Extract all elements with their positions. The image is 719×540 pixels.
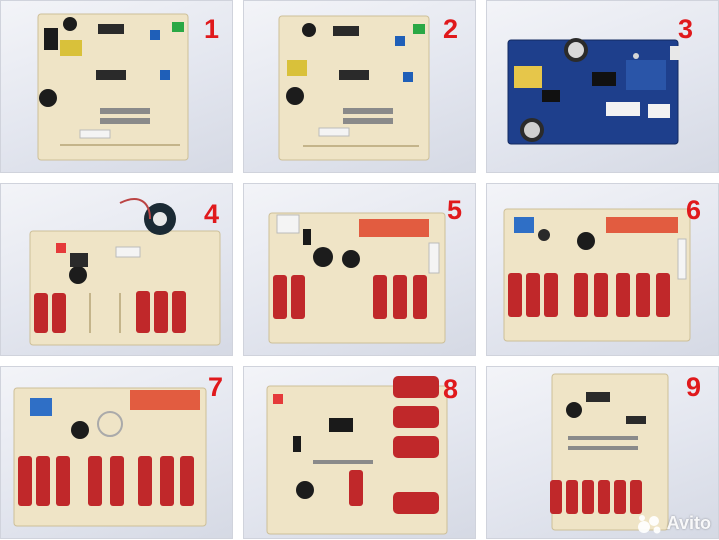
photo-number-label: 1 — [204, 14, 220, 44]
board-photo-9 — [550, 373, 669, 531]
photo-tile-7[interactable]: 7 — [0, 366, 233, 539]
photo-number-label: 6 — [686, 195, 702, 225]
photo-tile-1[interactable]: 1 — [0, 0, 233, 173]
photo-tile-3[interactable]: 3 — [486, 0, 719, 173]
photo-tile-5[interactable]: 5 — [243, 183, 476, 356]
board-photo-1 — [37, 13, 189, 161]
photo-number-label: 3 — [678, 14, 694, 44]
photo-tile-8[interactable]: 8 — [243, 366, 476, 539]
photo-tile-6[interactable]: 6 — [486, 183, 719, 356]
board-photo-2 — [278, 15, 430, 161]
photo-number-label: 8 — [443, 374, 459, 404]
photo-number-label: 2 — [443, 14, 459, 44]
watermark-text: Avito — [666, 513, 711, 533]
board-photo-5 — [268, 212, 446, 344]
watermark: Avito — [637, 513, 711, 534]
board-photo-4 — [29, 198, 221, 346]
board-photo-6 — [503, 208, 691, 342]
board-photo-8 — [266, 376, 448, 535]
board-photo-7 — [13, 387, 207, 527]
photo-tile-4[interactable]: 4 — [0, 183, 233, 356]
photo-number-label: 5 — [447, 195, 463, 225]
board-photo-3 — [507, 38, 680, 145]
avito-logo-icon — [637, 514, 663, 534]
photo-number-label: 4 — [204, 199, 220, 229]
photo-tile-9[interactable]: 9 — [486, 366, 719, 539]
photo-number-label: 9 — [686, 372, 702, 402]
photo-tile-2[interactable]: 2 — [243, 0, 476, 173]
photo-number-label: 7 — [208, 372, 224, 402]
